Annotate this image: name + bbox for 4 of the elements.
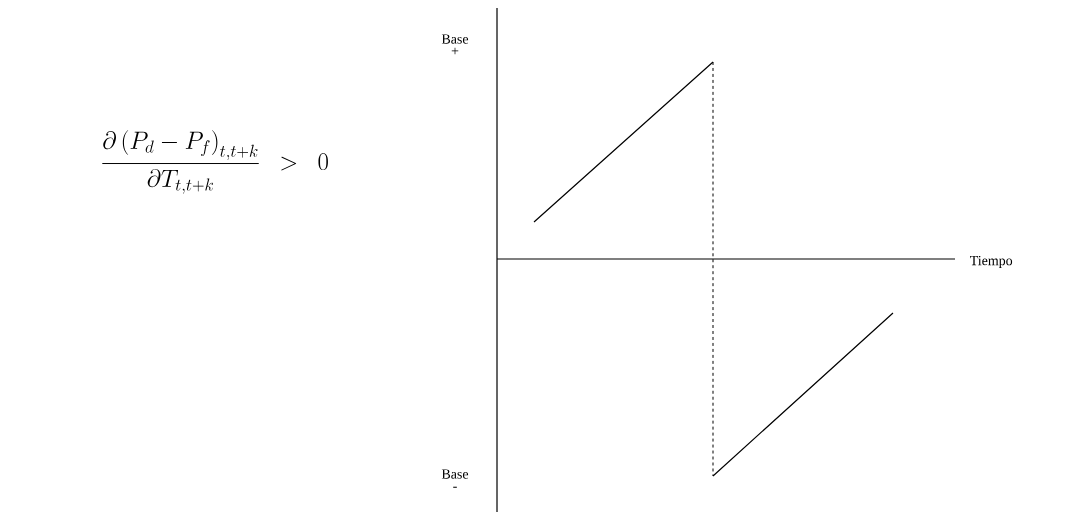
- axis-label: Base -: [441, 469, 469, 488]
- formula: $\frac{\partial\left(P_d - P_f\right)_{t,t+k}}{\partial T_{t,t+k}} > 0$: [102, 130, 328, 194]
- axis-label: Base +: [441, 34, 469, 55]
- axis-label: Tiempo: [970, 255, 1013, 269]
